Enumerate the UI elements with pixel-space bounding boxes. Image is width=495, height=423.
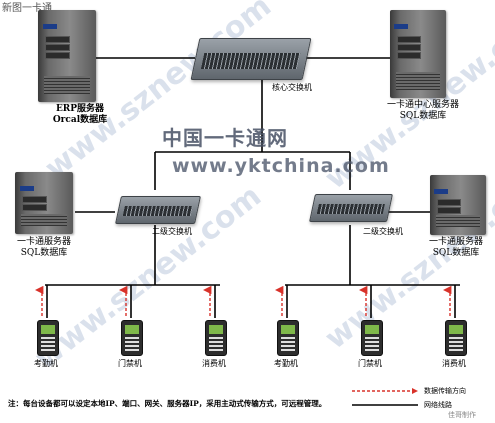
pos-terminal-icon <box>445 320 467 356</box>
right-switch-icon <box>309 194 393 222</box>
access-terminal-icon <box>121 320 143 356</box>
terminal-label: 消费机 <box>202 359 226 368</box>
core-switch-label: 核心交换机 <box>272 83 312 92</box>
terminal-label: 消费机 <box>442 359 466 368</box>
center-server-icon <box>390 10 446 98</box>
footer-note: 注：每台设备都可以设定本地IP、端口、网关、服务器IP，采用主动式传输方式，可远… <box>8 399 327 408</box>
erp-server-icon <box>38 10 96 102</box>
legend-data-arrowhead <box>412 388 418 394</box>
legend-data-direction: 数据传输方向 <box>424 387 466 395</box>
left-server-icon <box>15 172 73 234</box>
right-switch-label: 二级交换机 <box>363 227 403 236</box>
right-server-name: 一卡通服务器 <box>428 237 483 247</box>
left-switch-label: 二级交换机 <box>152 227 192 236</box>
center-server-db: SQL数据库 <box>399 111 447 121</box>
erp-server-name: ERP服务器 <box>55 104 105 114</box>
watermark-domain-main: www.yktchina.com <box>172 155 390 177</box>
center-server-label: 一卡通中心服务器 SQL数据库 <box>376 100 470 122</box>
attendance-terminal-icon <box>277 320 299 356</box>
access-terminal-icon <box>361 320 383 356</box>
terminal-label: 考勤机 <box>274 359 298 368</box>
left-server-label: 一卡通服务器 SQL数据库 <box>6 237 82 259</box>
core-switch-icon <box>190 38 312 80</box>
erp-server-db: Orcal数据库 <box>52 115 108 125</box>
center-server-name: 一卡通中心服务器 <box>386 100 459 110</box>
attendance-terminal-icon <box>37 320 59 356</box>
left-switch-icon <box>115 196 201 224</box>
erp-server-label: ERP服务器 Orcal数据库 <box>40 104 120 126</box>
right-server-icon <box>430 175 486 235</box>
legend-network-line-label: 网络线路 <box>424 401 452 409</box>
header-title: 新图一卡通 <box>2 3 52 14</box>
left-server-db: SQL数据库 <box>20 248 68 258</box>
terminal-label: 门禁机 <box>118 359 142 368</box>
watermark-brand-cn: 中国一卡通网 <box>162 126 288 150</box>
left-server-name: 一卡通服务器 <box>16 237 71 247</box>
right-server-label: 一卡通服务器 SQL数据库 <box>418 237 494 259</box>
terminal-label: 门禁机 <box>358 359 382 368</box>
credit-text: 佳哥制作 <box>448 411 476 419</box>
terminal-label: 考勤机 <box>34 359 58 368</box>
pos-terminal-icon <box>205 320 227 356</box>
right-server-db: SQL数据库 <box>432 248 480 258</box>
